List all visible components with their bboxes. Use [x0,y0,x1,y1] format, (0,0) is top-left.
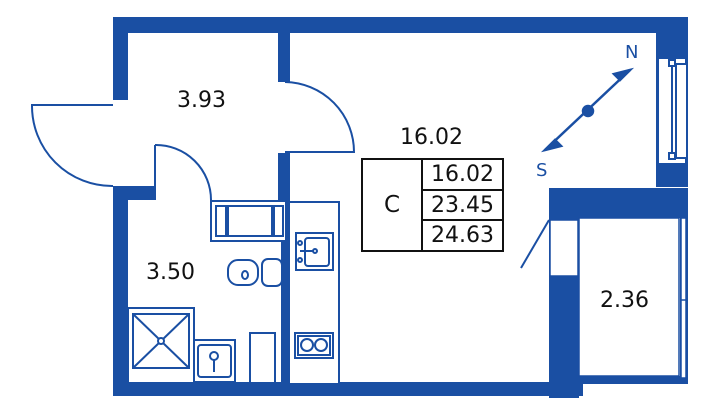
bathroom-area-label: 3.50 [146,260,195,285]
studio-door-icon [284,81,356,153]
balcony-door-icon [520,219,550,269]
compass-icon [540,67,635,153]
hall-area-label: 3.93 [177,88,226,113]
shower-icon [127,307,195,384]
compass-north-label: N [625,42,639,63]
bathroom-door-icon [154,143,212,201]
balcony-area-label: 2.36 [600,288,649,313]
window-icon [657,57,688,165]
kitchen-sink-icon [295,232,334,271]
compass-south-label: S [536,160,548,181]
stove-icon [294,332,334,359]
total-area-value: 23.45 [423,191,502,222]
area-legend-table: C 16.02 23.45 24.63 [361,158,504,252]
apartment-type-code: C [363,160,423,250]
washer-icon [210,200,287,242]
toilet-icon [227,258,283,287]
balcony-window-icon [549,217,687,379]
entrance-door-icon [30,104,114,188]
living-area-value: 16.02 [423,160,502,191]
bath-sink-icon [193,339,236,383]
total-area-with-balcony-value: 24.63 [431,223,494,249]
studio-area-label: 16.02 [400,125,463,150]
cabinet-icon [249,332,276,382]
